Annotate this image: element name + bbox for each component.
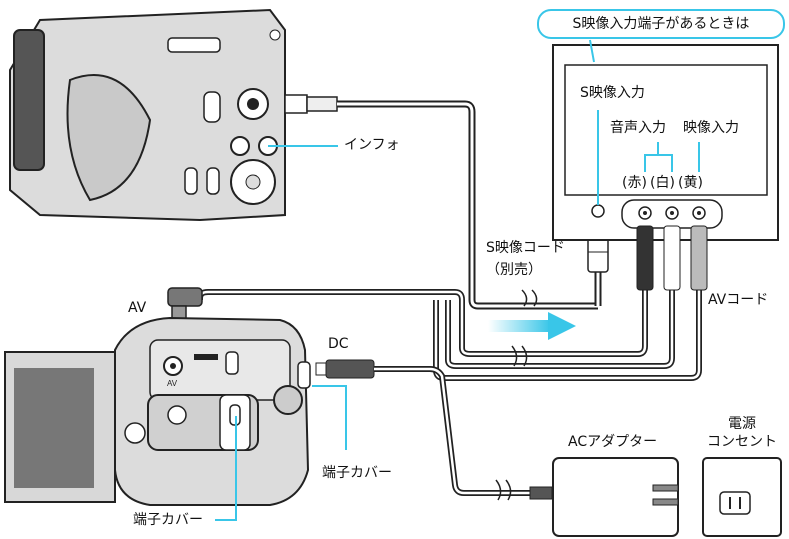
camcorder-top [9, 8, 286, 222]
label-dc: DC [328, 336, 349, 352]
label-audio-in: 音声入力 [610, 120, 666, 136]
label-red: (赤) [622, 175, 647, 191]
s-video-callout: S映像入力端子があるときは [537, 9, 785, 39]
direction-arrow [488, 320, 550, 332]
label-ac-adapter: ACアダプター [568, 434, 658, 450]
label-info: インフォ [344, 137, 400, 153]
label-outlet-line1: 電源 [728, 416, 756, 432]
label-white: (白) [650, 175, 675, 191]
jack-av-label: AV [167, 379, 178, 388]
label-sold-separately: （別売） [486, 262, 542, 278]
label-s-video-cord: S映像コード [486, 240, 565, 256]
wall-outlet [702, 457, 782, 537]
dc-cable [315, 359, 553, 501]
label-outlet-line2: コンセント [707, 434, 777, 450]
label-av-cord: AVコード [708, 292, 769, 308]
tv-input-leaders [589, 39, 700, 205]
ac-adapter [552, 457, 679, 537]
label-av: AV [128, 300, 147, 316]
label-terminal-cover-bottom: 端子カバー [133, 512, 203, 528]
label-yellow: (黄) [678, 175, 703, 191]
terminal-cover-leaders [215, 385, 347, 521]
label-video-in: 映像入力 [683, 120, 739, 136]
label-terminal-cover-right: 端子カバー [322, 465, 392, 481]
direction-arrow-head [548, 312, 576, 340]
camcorder-bottom: AV [4, 316, 311, 506]
tv [552, 44, 779, 241]
label-s-video-in: S映像入力 [580, 85, 645, 101]
